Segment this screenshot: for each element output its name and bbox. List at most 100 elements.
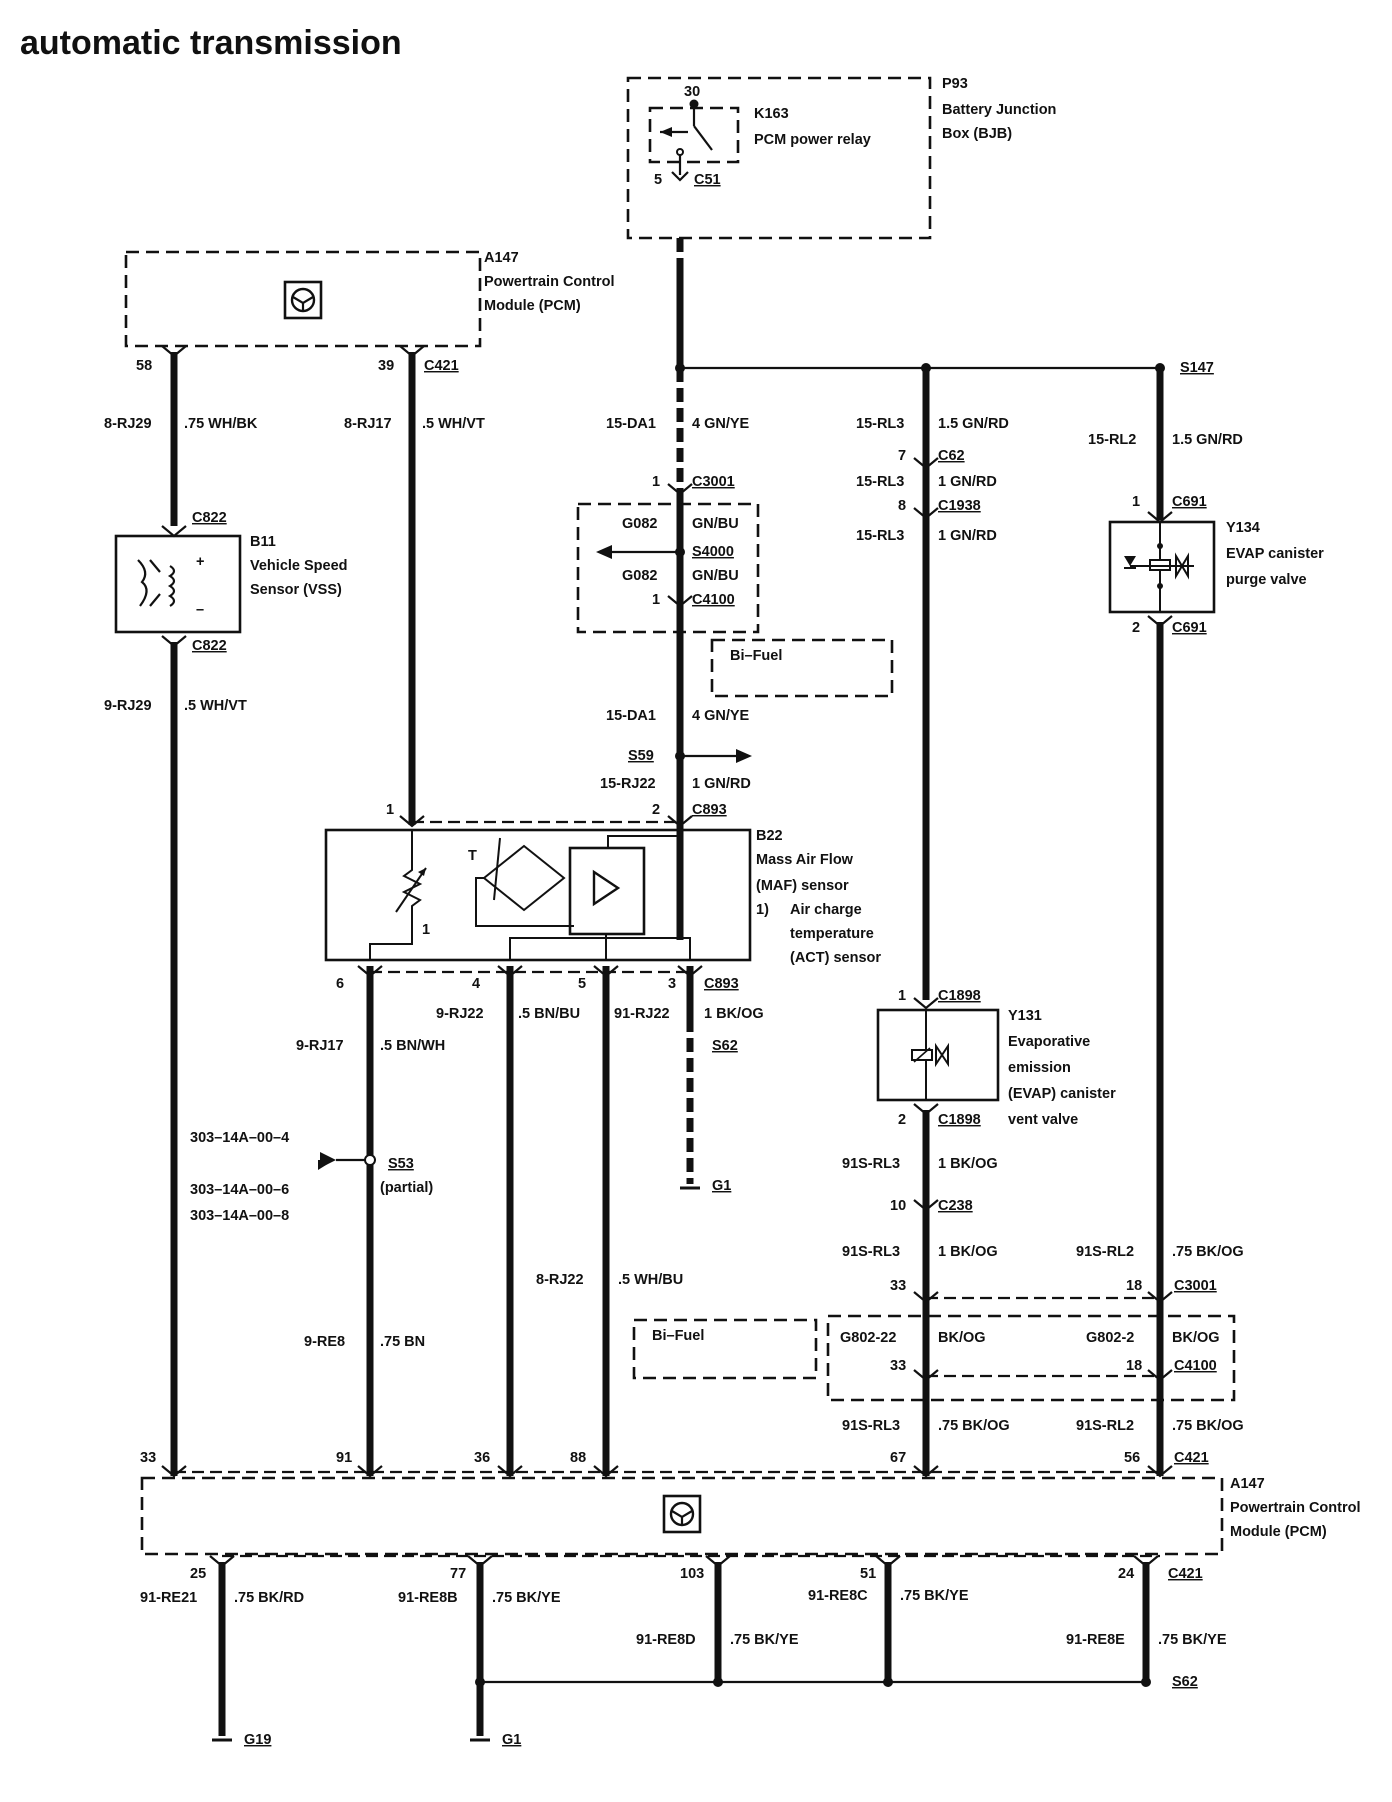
k163-pin-30: 30 bbox=[684, 84, 700, 100]
da1-top-circuit: 15-DA1 bbox=[606, 416, 656, 432]
g19-label: G19 bbox=[244, 1732, 271, 1748]
y131-pin-1: 1 bbox=[898, 988, 906, 1004]
y134-line1: EVAP canister bbox=[1226, 546, 1324, 562]
b22-t-label: T bbox=[468, 848, 477, 864]
c822-bottom: C822 bbox=[192, 638, 227, 654]
p93-ref: P93 bbox=[942, 76, 968, 92]
pcm-pin-88: 88 bbox=[570, 1450, 586, 1466]
b22-note2: temperature bbox=[790, 926, 874, 942]
rj17-circuit: 9-RJ17 bbox=[296, 1038, 344, 1054]
s62-bottom-label: S62 bbox=[1172, 1674, 1198, 1690]
p93-line2: Box (BJB) bbox=[942, 126, 1012, 142]
k163-ref: K163 bbox=[754, 106, 789, 122]
vss-out-spec: .5 WH/VT bbox=[184, 698, 247, 714]
rl3-c-spec: 1 GN/RD bbox=[938, 528, 997, 544]
b11-line1: Vehicle Speed bbox=[250, 558, 348, 574]
c1898-bottom: C1898 bbox=[938, 1112, 981, 1128]
s53-ref1: 303–14A–00–4 bbox=[190, 1130, 289, 1146]
pcm-top-box bbox=[124, 250, 482, 348]
da1-bot-circuit: 15-DA1 bbox=[606, 708, 656, 724]
c691-pin-2: 2 bbox=[1132, 620, 1140, 636]
rj22-c-circuit: 91-RJ22 bbox=[614, 1006, 670, 1022]
y134-line2: purge valve bbox=[1226, 572, 1307, 588]
s53-label: S53 bbox=[388, 1156, 414, 1172]
pcm-pin-24: 24 bbox=[1118, 1566, 1134, 1582]
c1938-pin: 8 bbox=[898, 498, 906, 514]
pcm-bottom-box bbox=[140, 1476, 1224, 1556]
rj22-circuit: 15-RJ22 bbox=[600, 776, 656, 792]
pcm-pin-51: 51 bbox=[860, 1566, 876, 1582]
pin-39: 39 bbox=[378, 358, 394, 374]
pcm-pin-103: 103 bbox=[680, 1566, 704, 1582]
c3001-b-label: C3001 bbox=[1174, 1278, 1217, 1294]
c62-pin: 7 bbox=[898, 448, 906, 464]
y134-purge-valve-box bbox=[1108, 520, 1216, 614]
y134-ref: Y134 bbox=[1226, 520, 1260, 536]
b22-pin-6: 6 bbox=[336, 976, 344, 992]
y131-line3: (EVAP) canister bbox=[1008, 1086, 1116, 1102]
rl3-d-circuit: 91S-RL3 bbox=[842, 1156, 900, 1172]
re8c-spec: .75 BK/YE bbox=[900, 1588, 969, 1604]
a147-bottom-ref: A147 bbox=[1230, 1476, 1265, 1492]
pcm-pin-33: 33 bbox=[140, 1450, 156, 1466]
pin-58: 58 bbox=[136, 358, 152, 374]
b22-ref: B22 bbox=[756, 828, 783, 844]
a147-top-ref: A147 bbox=[484, 250, 519, 266]
re8d-circuit: 91-RE8D bbox=[636, 1632, 696, 1648]
s53-ref3: 303–14A–00–8 bbox=[190, 1208, 289, 1224]
b22-pin-3: 3 bbox=[668, 976, 676, 992]
rj22-spec: 1 GN/RD bbox=[692, 776, 751, 792]
p93-line1: Battery Junction bbox=[942, 102, 1056, 118]
bifuel-box-bottom bbox=[632, 1318, 818, 1380]
g082-a-spec: GN/BU bbox=[692, 516, 739, 532]
y131-line1: Evaporative bbox=[1008, 1034, 1090, 1050]
c3001-b-pin-33: 33 bbox=[890, 1278, 906, 1294]
c893-top-label: C893 bbox=[692, 802, 727, 818]
b22-maf-box bbox=[324, 828, 752, 962]
g802-2-circuit: G802-2 bbox=[1086, 1330, 1134, 1346]
re8d-spec: .75 BK/YE bbox=[730, 1632, 799, 1648]
c822-top: C822 bbox=[192, 510, 227, 526]
g082-box bbox=[576, 502, 760, 634]
re8-spec: .75 BN bbox=[380, 1334, 425, 1350]
c4100-top-pin: 1 bbox=[652, 592, 660, 608]
a147-bottom-line2: Module (PCM) bbox=[1230, 1524, 1327, 1540]
re8e-circuit: 91-RE8E bbox=[1066, 1632, 1125, 1648]
y131-line4: vent valve bbox=[1008, 1112, 1078, 1128]
rj22-d-spec: .5 WH/BU bbox=[618, 1272, 683, 1288]
rl3-b-circuit: 15-RL3 bbox=[856, 474, 904, 490]
re21-circuit: 91-RE21 bbox=[140, 1590, 197, 1606]
k163-name: PCM power relay bbox=[754, 132, 871, 148]
rj22-d-circuit: 8-RJ22 bbox=[536, 1272, 584, 1288]
y131-ref: Y131 bbox=[1008, 1008, 1042, 1024]
c238-label: C238 bbox=[938, 1198, 973, 1214]
rl3-e-circuit: 91S-RL3 bbox=[842, 1244, 900, 1260]
c691-pin-1: 1 bbox=[1132, 494, 1140, 510]
solenoid-icon bbox=[911, 1049, 933, 1061]
y131-pin-2: 2 bbox=[898, 1112, 906, 1128]
b22-line1: Mass Air Flow bbox=[756, 852, 854, 868]
pcm-pin-77: 77 bbox=[450, 1566, 466, 1582]
rl2-circuit: 15-RL2 bbox=[1088, 432, 1136, 448]
rl3-a-spec: 1.5 GN/RD bbox=[938, 416, 1009, 432]
da1-top-spec: 4 GN/YE bbox=[692, 416, 750, 432]
rl2-b-circuit: 91S-RL2 bbox=[1076, 1244, 1134, 1260]
re8c-circuit: 91-RE8C bbox=[808, 1588, 868, 1604]
rl3-f-spec: .75 BK/OG bbox=[938, 1418, 1010, 1434]
b22-amplifier-box bbox=[568, 846, 646, 936]
w58-spec: .75 WH/BK bbox=[184, 416, 258, 432]
rl2-c-spec: .75 BK/OG bbox=[1172, 1418, 1244, 1434]
rl2-c-circuit: 91S-RL2 bbox=[1076, 1418, 1134, 1434]
k163-pin-5: 5 bbox=[654, 172, 662, 188]
re8e-spec: .75 BK/YE bbox=[1158, 1632, 1227, 1648]
b11-plus: + bbox=[196, 554, 204, 570]
vss-out-circuit: 9-RJ29 bbox=[104, 698, 152, 714]
c893-bottom-label: C893 bbox=[704, 976, 739, 992]
re21-spec: .75 BK/RD bbox=[234, 1590, 304, 1606]
b22-line2: (MAF) sensor bbox=[756, 878, 849, 894]
c3001-top-label: C3001 bbox=[692, 474, 735, 490]
diode-icon bbox=[1124, 556, 1136, 566]
a147-top-line1: Powertrain Control bbox=[484, 274, 615, 290]
pcm-pin-91: 91 bbox=[336, 1450, 352, 1466]
rl3-d-spec: 1 BK/OG bbox=[938, 1156, 998, 1172]
